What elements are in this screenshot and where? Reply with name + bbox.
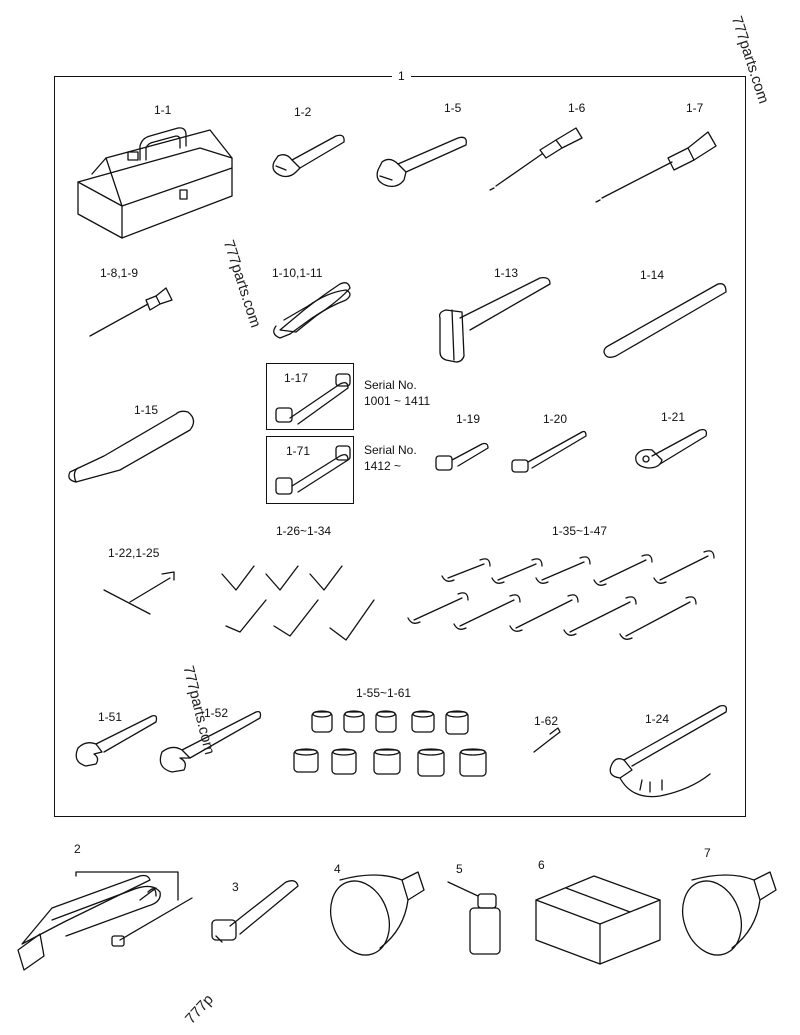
adjustable-wrench-small-icon: [272, 134, 345, 178]
part-label-1-13: 1-13: [494, 266, 519, 280]
hex-key-set-icon: [221, 565, 375, 641]
chain-wrench-icon: [609, 704, 728, 798]
serial-note-2-title: Serial No.: [364, 443, 417, 457]
screwdriver-small-icon: [489, 127, 583, 191]
part-label-1-35: 1-35~1-47: [552, 524, 608, 538]
part-label-1-20: 1-20: [543, 412, 568, 426]
part-label-2: 2: [74, 842, 81, 856]
adjustable-wrench-icon: [376, 136, 467, 188]
group-label: 1: [392, 69, 411, 83]
socket-wrench-1-17-box: [266, 363, 354, 430]
hammer-icon: [438, 276, 551, 363]
part-label-1-7: 1-7: [686, 101, 704, 115]
part-label-1-55: 1-55~1-61: [356, 686, 412, 700]
part-label-1-5: 1-5: [444, 101, 462, 115]
part-label-1-2: 1-2: [294, 105, 312, 119]
parts-case-icon: [535, 875, 661, 965]
tommy-bar-icon: [603, 283, 727, 358]
precision-screwdriver-icon: [89, 287, 173, 337]
grease-gun-icon: [17, 871, 193, 971]
pin-punch-icon: [533, 727, 561, 753]
box-wrench-1-17-icon: [275, 373, 351, 425]
part-label-5: 5: [456, 862, 463, 876]
grease-nozzle-icon: [211, 880, 299, 943]
socket-set-icon: [293, 710, 487, 777]
part-label-3: 3: [232, 880, 239, 894]
part-label-1-22: 1-22,1-25: [108, 546, 160, 560]
toolbox-icon: [77, 127, 233, 239]
serial-note-2-range: 1412 ~: [364, 459, 402, 473]
part-label-1-1: 1-1: [154, 103, 172, 117]
part-label-1-71: 1-71: [286, 444, 311, 458]
part-label-1-8: 1-8,1-9: [100, 266, 139, 280]
funnel-icon: [330, 871, 425, 956]
part-label-4: 4: [334, 862, 341, 876]
socket-extension-short-icon: [435, 442, 489, 471]
part-label-1-51: 1-51: [98, 710, 123, 724]
part-label-1-10: 1-10,1-11: [272, 266, 323, 280]
box-wrench-1-71-icon: [275, 445, 351, 495]
ratchet-handle-icon: [635, 428, 708, 469]
part-label-1-21: 1-21: [661, 410, 686, 424]
open-end-wrench-set-icon: [407, 550, 715, 640]
part-label-1-17: 1-17: [284, 371, 309, 385]
part-label-1-6: 1-6: [568, 101, 586, 115]
part-label-1-24: 1-24: [645, 712, 670, 726]
oil-can-icon: [447, 881, 501, 955]
extension-handle-icon: [68, 410, 195, 483]
socket-wrench-1-71-box: [266, 436, 354, 504]
part-label-6: 6: [538, 858, 545, 872]
serial-note-1-title: Serial No.: [364, 378, 417, 392]
hook-spanner-1-52-icon: [159, 710, 262, 773]
pliers-icon: [273, 282, 351, 339]
screwdriver-large-icon: [595, 131, 717, 203]
part-label-1-19: 1-19: [456, 412, 481, 426]
part-label-7: 7: [704, 846, 711, 860]
t-wrench-icon: [103, 571, 175, 615]
part-label-1-15: 1-15: [134, 403, 159, 417]
serial-note-1-range: 1001 ~ 1411: [364, 394, 431, 408]
part-label-1-26: 1-26~1-34: [276, 524, 332, 538]
funnel-large-icon: [682, 871, 777, 956]
part-label-1-52: 1-52: [204, 706, 229, 720]
hook-spanner-1-51-icon: [75, 714, 158, 767]
socket-extension-long-icon: [511, 430, 587, 473]
part-label-1-14: 1-14: [640, 268, 665, 282]
part-label-1-62: 1-62: [534, 714, 559, 728]
